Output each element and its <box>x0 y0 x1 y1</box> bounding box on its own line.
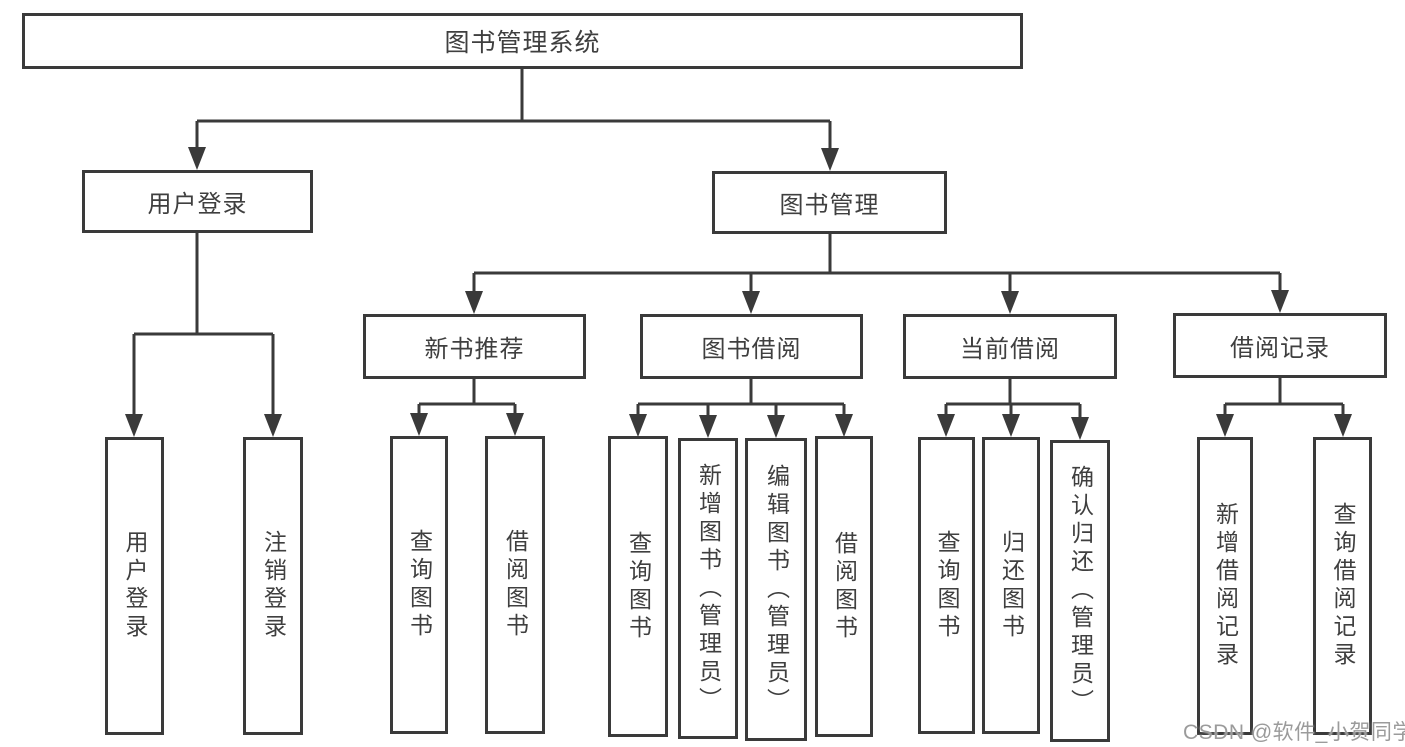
leaf-add-books-admin: 新增图书（管理员） <box>678 438 738 739</box>
leaf-label: 查询图书 <box>406 529 433 641</box>
leaf-borrow-books: 借阅图书 <box>815 436 873 737</box>
leaf-borrow-books-newbook: 借阅图书 <box>485 436 545 734</box>
node-label: 图书借阅 <box>701 336 802 363</box>
leaf-label: 新增图书（管理员） <box>695 462 722 715</box>
leaf-add-borrow-record: 新增借阅记录 <box>1197 437 1253 735</box>
leaf-label: 借阅图书 <box>831 530 858 643</box>
leaf-label: 确认归还（管理员） <box>1067 465 1094 717</box>
leaf-label: 编辑图书（管理员） <box>763 463 790 716</box>
node-book-borrowing: 图书借阅 <box>640 314 863 379</box>
node-label: 当前借阅 <box>960 336 1060 363</box>
leaf-logout: 注销登录 <box>243 437 303 735</box>
leaf-label: 借阅图书 <box>502 529 529 641</box>
leaf-label: 注销登录 <box>260 530 287 642</box>
node-label: 图书管理 <box>779 192 880 219</box>
node-borrowing-records: 借阅记录 <box>1173 313 1387 378</box>
node-book-management: 图书管理 <box>712 171 947 234</box>
leaf-label: 归还图书 <box>998 529 1025 642</box>
node-current-borrowing: 当前借阅 <box>903 314 1117 379</box>
node-user-login: 用户登录 <box>82 170 313 233</box>
node-library-management-system: 图书管理系统 <box>22 13 1023 69</box>
connector-paths <box>132 69 1345 434</box>
leaf-edit-books-admin: 编辑图书（管理员） <box>745 438 807 741</box>
leaf-label: 新增借阅记录 <box>1212 502 1239 670</box>
node-new-book-recommendation: 新书推荐 <box>363 314 586 379</box>
leaf-return-books: 归还图书 <box>982 437 1040 734</box>
node-label: 新书推荐 <box>424 336 525 363</box>
leaf-query-books-current: 查询图书 <box>918 437 975 734</box>
leaf-label: 查询图书 <box>934 529 960 642</box>
leaf-label: 查询图书 <box>625 530 652 643</box>
leaf-query-borrow-record: 查询借阅记录 <box>1313 437 1372 735</box>
leaf-label: 查询借阅记录 <box>1330 502 1356 670</box>
arrow-heads <box>125 147 1352 440</box>
node-label: 用户登录 <box>147 191 248 218</box>
leaf-query-books-borrow: 查询图书 <box>608 436 668 737</box>
leaf-query-books-newbook: 查询图书 <box>390 436 448 734</box>
node-label: 借阅记录 <box>1230 335 1330 362</box>
leaf-confirm-return-admin: 确认归还（管理员） <box>1050 440 1110 742</box>
leaf-label: 用户登录 <box>122 530 148 642</box>
leaf-user-login: 用户登录 <box>105 437 164 735</box>
csdn-watermark: CSDN @软件_小贺同学 <box>1183 721 1405 744</box>
node-label: 图书管理系统 <box>444 29 601 57</box>
